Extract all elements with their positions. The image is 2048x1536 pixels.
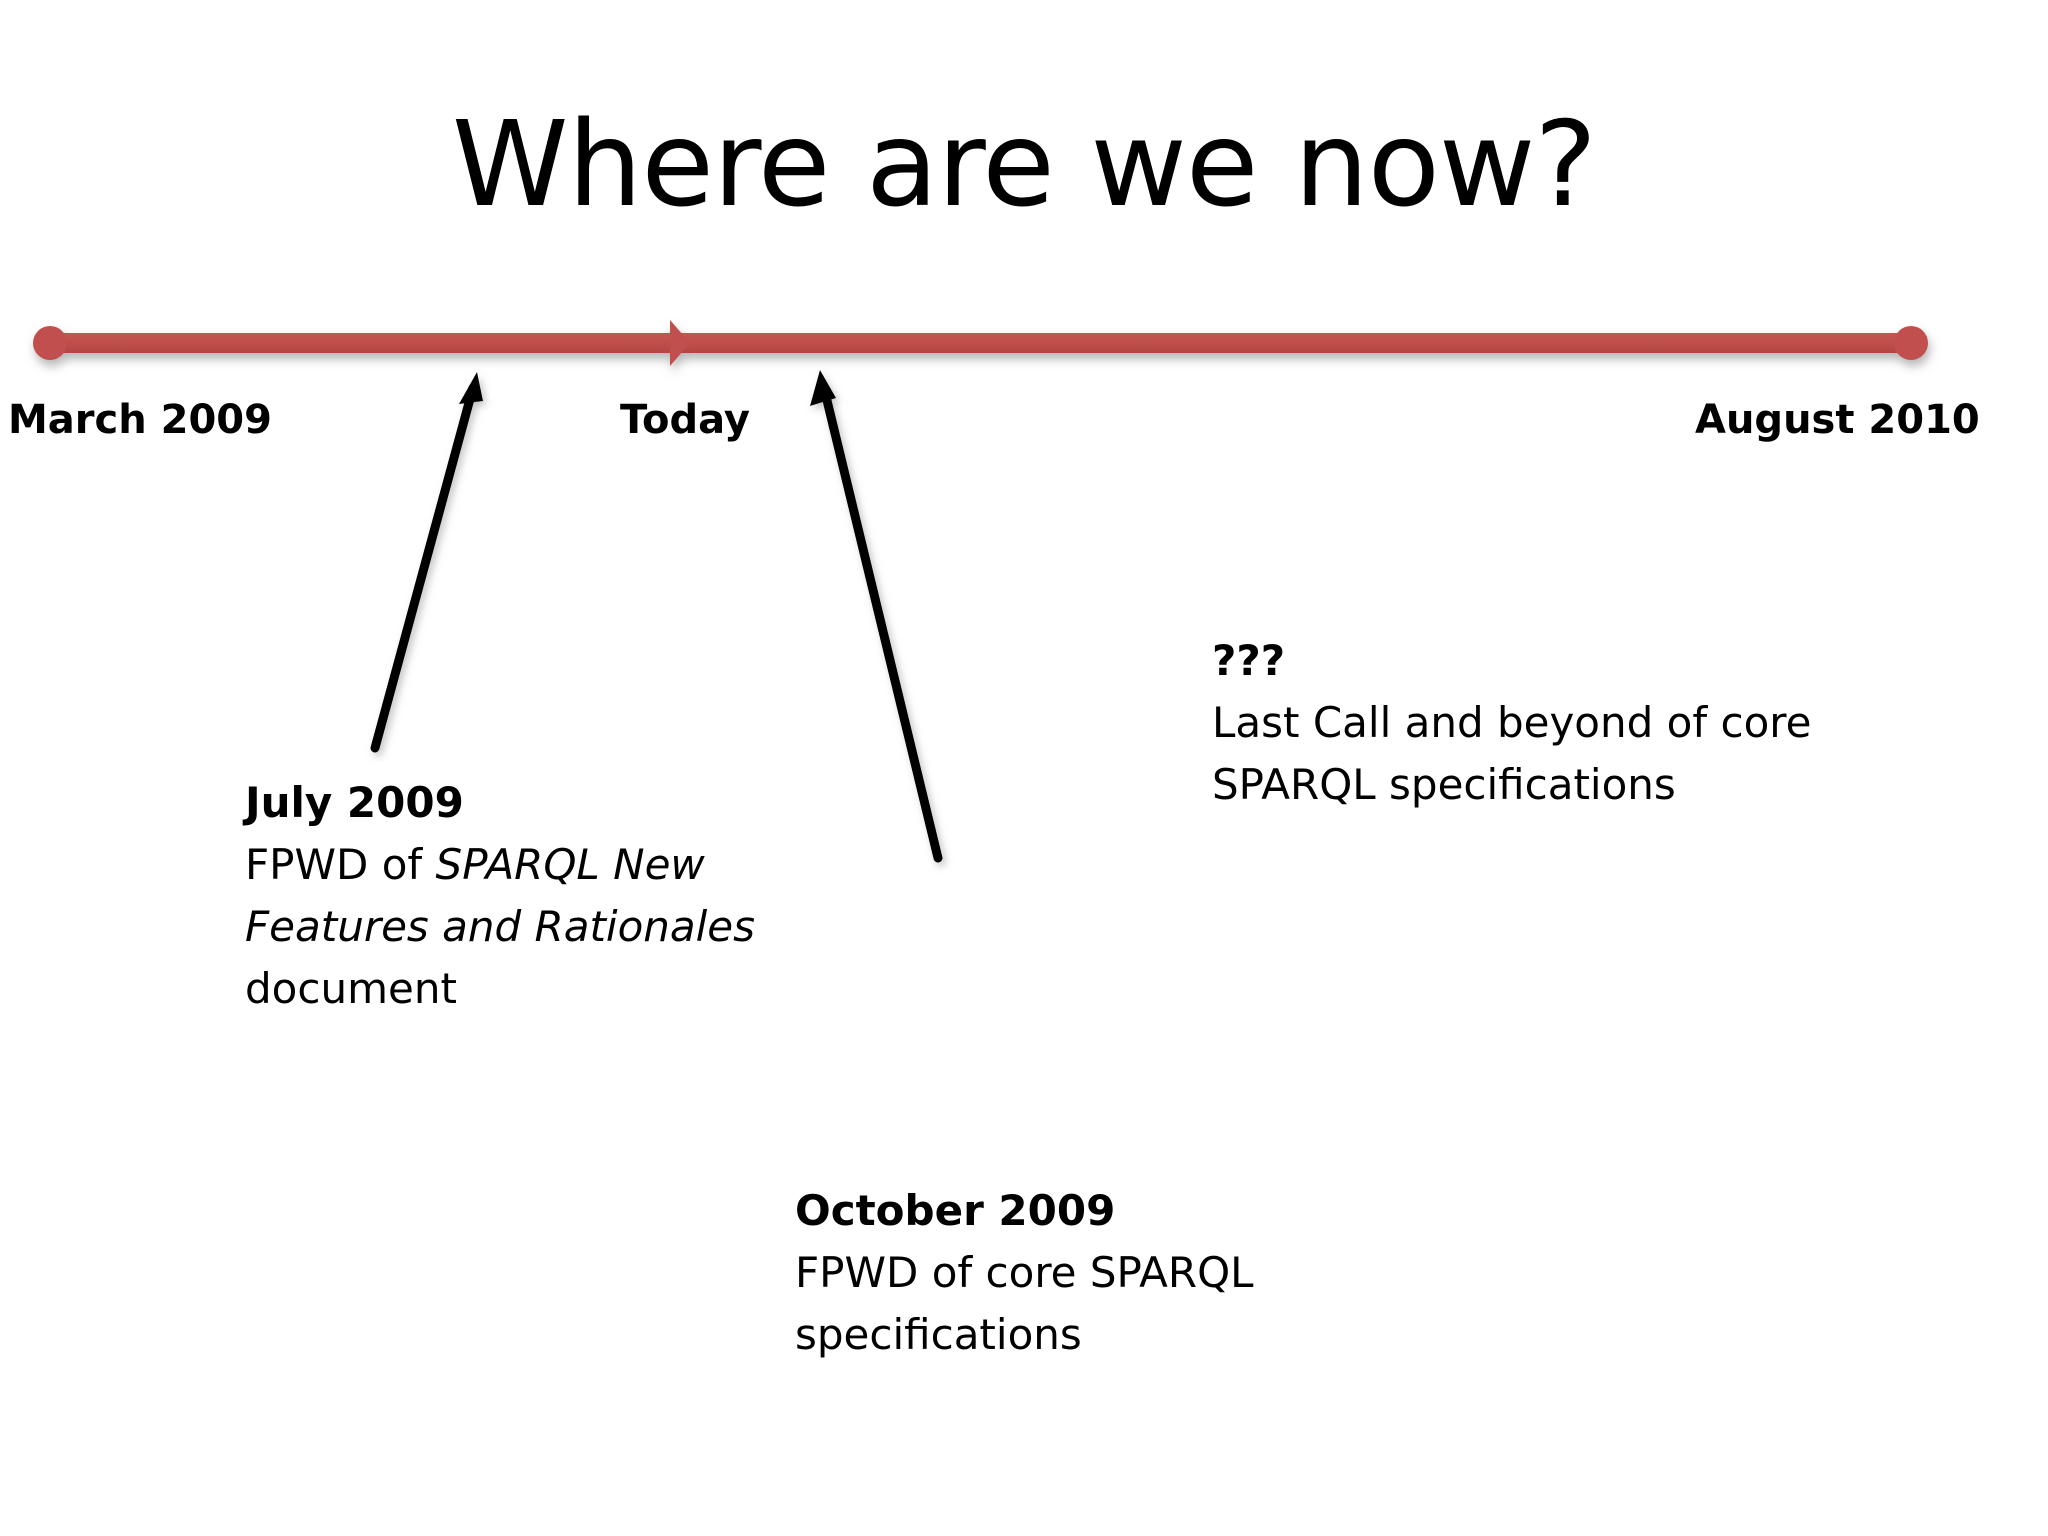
today-arrowhead <box>670 320 690 366</box>
july-connector-arrow <box>370 372 483 753</box>
note-heading: ??? <box>1212 636 1286 685</box>
timeline-end-label: August 2010 <box>1695 397 1980 443</box>
timeline-bar <box>50 333 1912 353</box>
note-body-suffix: document <box>245 964 457 1013</box>
note-july-2009: July 2009 FPWD of SPARQL New Features an… <box>245 772 805 1020</box>
note-heading: July 2009 <box>245 778 464 827</box>
note-october-2009: October 2009 FPWD of core SPARQL specifi… <box>795 1180 1355 1366</box>
timeline-end-dot <box>1894 326 1928 360</box>
page-title: Where are we now? <box>451 95 1597 233</box>
note-body: FPWD of SPARQL New Features and Rational… <box>245 834 805 1020</box>
note-body-prefix: FPWD of <box>245 840 436 889</box>
timeline-today-label: Today <box>620 397 750 443</box>
october-connector-arrow <box>810 370 943 863</box>
note-heading: October 2009 <box>795 1186 1116 1235</box>
note-body: FPWD of core SPARQL specifications <box>795 1248 1254 1359</box>
note-body-emphasis: SPARQL New Features and Rationales <box>245 840 756 951</box>
note-future: ??? Last Call and beyond of core SPARQL … <box>1212 630 1852 816</box>
timeline-start-label: March 2009 <box>8 397 272 443</box>
note-body: Last Call and beyond of core SPARQL spec… <box>1212 698 1812 809</box>
timeline-start-dot <box>33 326 67 360</box>
